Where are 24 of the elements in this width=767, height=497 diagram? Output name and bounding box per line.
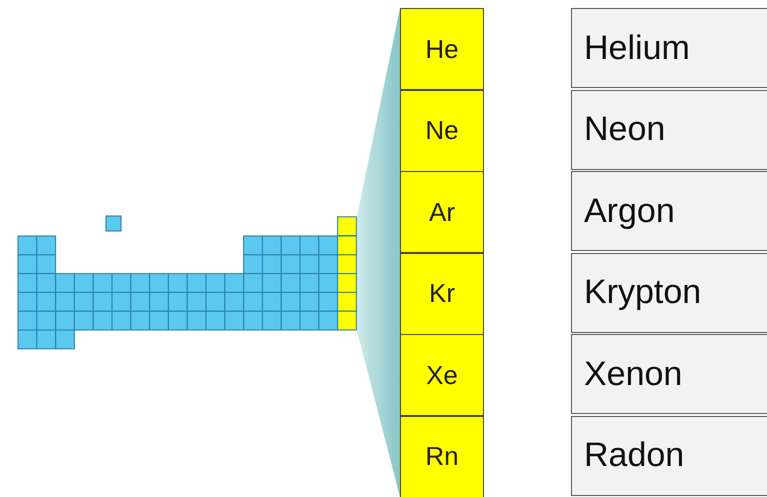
element-name: Krypton (584, 273, 702, 312)
element-name-cell (571, 334, 767, 414)
element-name-cell (571, 416, 767, 496)
element-symbol-cell (400, 252, 484, 334)
element-symbol-cell (400, 171, 484, 253)
element-symbol-cell (400, 334, 484, 416)
element-symbol-cell (400, 90, 484, 172)
element-symbol: Kr (429, 278, 455, 309)
element-symbol-cell (400, 416, 484, 497)
element-name-cell (571, 90, 767, 170)
element-symbol: He (425, 34, 459, 64)
element-name: Xenon (584, 354, 682, 394)
element-name-cell (571, 171, 767, 251)
element-symbol: Ne (425, 115, 459, 146)
element-symbol: Xe (426, 360, 458, 390)
element-symbol: Rn (425, 441, 459, 472)
element-symbol: Ar (429, 196, 455, 228)
element-name-cell (571, 252, 767, 332)
element-symbol-cell (400, 8, 484, 90)
element-name: Helium (584, 28, 690, 68)
element-name: Neon (584, 110, 666, 149)
element-name: Argon (584, 192, 675, 230)
element-name-cell (571, 8, 767, 88)
element-name: Radon (584, 436, 684, 475)
